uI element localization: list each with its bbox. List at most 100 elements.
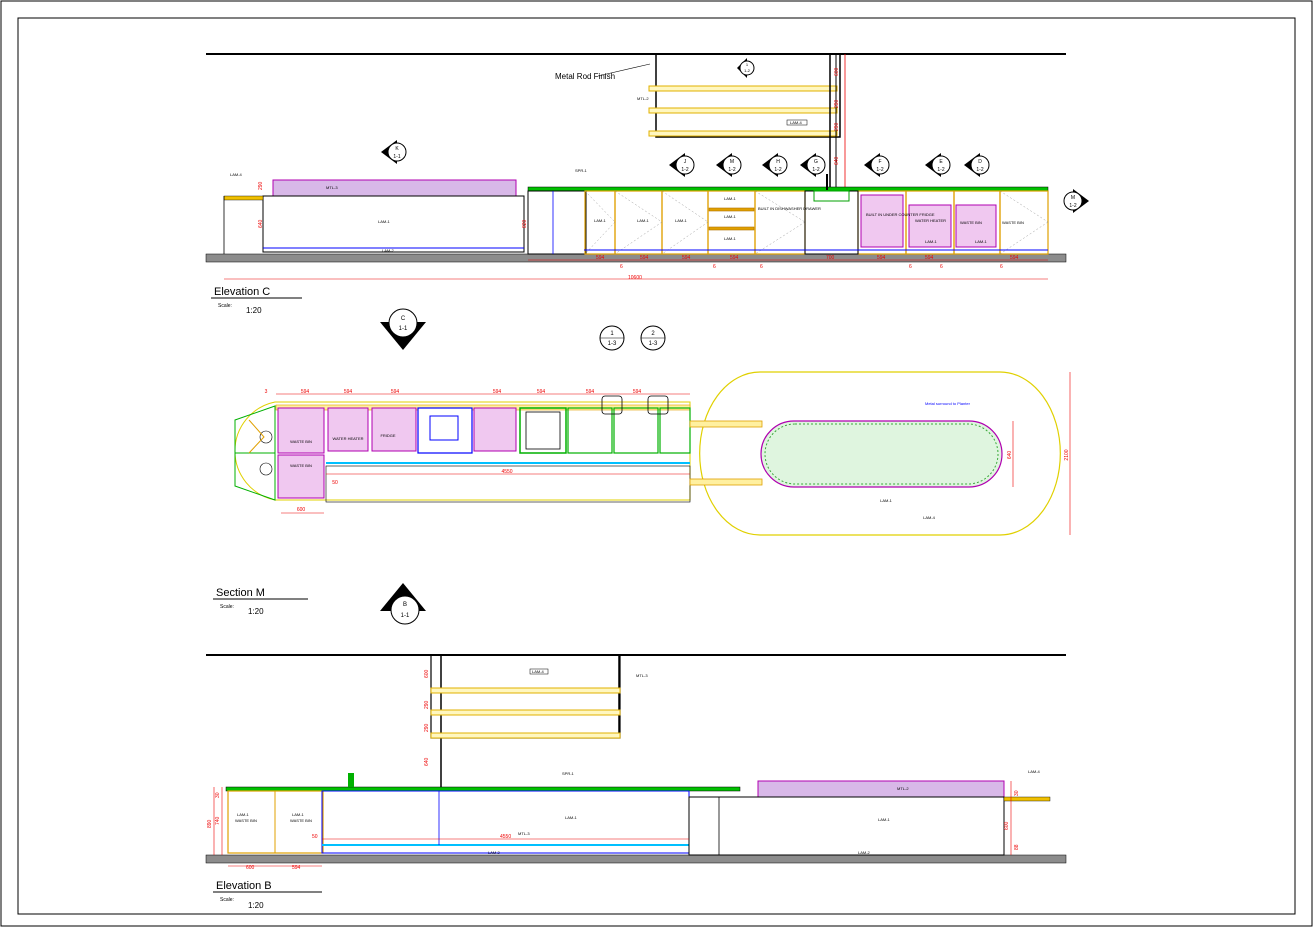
svg-text:1-2: 1-2 [976,167,983,173]
svg-text:1-1: 1-1 [393,154,400,160]
svg-text:1:20: 1:20 [246,306,262,315]
svg-text:290: 290 [834,122,840,131]
svg-text:3: 3 [265,389,268,395]
svg-text:FRIDGE: FRIDGE [380,433,395,438]
svg-text:290: 290 [424,700,430,709]
svg-text:Scale:: Scale: [220,604,234,610]
dims-c-bottom [224,259,1048,280]
svg-text:1-3: 1-3 [608,341,617,347]
svg-text:M: M [730,159,734,165]
metal-rod-note: Metal Rod Finish [555,72,615,81]
marker-1-top: 1 1-2 [737,58,755,78]
svg-text:1-2: 1-2 [937,167,944,173]
svg-text:LAM-1: LAM-1 [975,239,988,244]
section-markers-c: K 1-1 J 1-2 M 1-2 H 1-2 [381,58,1089,213]
svg-text:H: H [776,159,780,165]
svg-text:290: 290 [424,723,430,732]
svg-text:1-2: 1-2 [774,167,781,173]
svg-text:LAM-1: LAM-1 [880,498,893,503]
svg-text:E: E [939,159,943,165]
svg-text:6: 6 [713,264,716,270]
svg-text:88: 88 [1014,844,1020,850]
svg-text:594: 594 [301,389,310,395]
svg-text:890: 890 [207,819,213,828]
svg-text:WATER HEATER: WATER HEATER [332,436,363,441]
svg-text:594: 594 [730,255,739,261]
metal-rod-leader [597,63,651,77]
svg-text:6: 6 [940,264,943,270]
svg-text:WASTE BIN: WASTE BIN [960,220,982,225]
elevation-b-title: Elevation B [216,880,272,892]
svg-text:594: 594 [493,389,502,395]
svg-text:290: 290 [258,181,264,190]
svg-text:Scale:: Scale: [218,303,232,309]
detail-marker-1: 1 1-3 [599,325,625,351]
svg-text:600: 600 [834,67,840,76]
svg-text:LAM-1: LAM-1 [594,218,607,223]
svg-text:LAM-2: LAM-2 [382,248,395,253]
svg-text:1-3: 1-3 [649,341,658,347]
svg-text:640: 640 [834,156,840,165]
svg-text:594: 594 [391,389,400,395]
svg-text:594: 594 [292,865,301,871]
svg-text:594: 594 [596,255,605,261]
svg-text:LAM-1: LAM-1 [724,214,737,219]
svg-text:LAM-4: LAM-4 [790,120,803,125]
svg-text:6: 6 [909,264,912,270]
svg-text:600: 600 [1004,821,1010,830]
svg-text:640: 640 [258,219,264,228]
svg-text:6: 6 [620,264,623,270]
svg-text:LAM-1: LAM-1 [637,218,650,223]
marker-g: G 1-2 [800,153,826,177]
svg-text:594: 594 [537,389,546,395]
svg-text:LAM-4: LAM-4 [230,172,243,177]
elevation-b: LAM-4 MTL-3 600 290 290 640 LAM-4 SPR-1 … [205,654,1067,910]
svg-text:50: 50 [312,834,318,840]
svg-text:600: 600 [297,507,306,513]
svg-text:640: 640 [1007,451,1013,460]
svg-text:30: 30 [1014,790,1020,796]
svg-text:LAM-1: LAM-1 [675,218,688,223]
svg-text:WASTE BIN: WASTE BIN [290,463,312,468]
svg-text:MTL-3: MTL-3 [518,831,530,836]
svg-text:LAM-1: LAM-1 [724,196,737,201]
svg-text:594: 594 [586,389,595,395]
svg-text:WASTE BIN: WASTE BIN [290,818,312,823]
svg-text:1: 1 [610,331,614,337]
svg-text:700: 700 [826,255,835,261]
svg-text:1: 1 [746,62,749,67]
marker-e: E 1-2 [925,153,951,177]
detail-marker-2: 2 1-3 [640,325,666,351]
svg-text:1-2: 1-2 [681,167,688,173]
svg-text:LAM-2: LAM-2 [858,850,871,855]
svg-text:Scale:: Scale: [220,897,234,903]
svg-text:4550: 4550 [501,469,512,475]
marker-b: B 1-1 [380,583,426,625]
svg-text:LAM-1: LAM-1 [925,239,938,244]
svg-text:6: 6 [760,264,763,270]
svg-text:594: 594 [1010,255,1019,261]
svg-text:30: 30 [215,792,221,798]
svg-text:1:20: 1:20 [248,607,264,616]
svg-text:740: 740 [215,816,221,825]
svg-text:B: B [403,602,407,608]
svg-text:F: F [878,159,881,165]
svg-text:WASTE BIN: WASTE BIN [1002,220,1024,225]
floor-c [205,253,1067,263]
svg-text:1-2: 1-2 [728,167,735,173]
marker-c: C 1-1 [380,308,426,350]
svg-text:594: 594 [925,255,934,261]
svg-text:WATER HEATER: WATER HEATER [915,218,946,223]
svg-text:MTL-2: MTL-2 [897,786,909,791]
svg-text:2100: 2100 [1064,449,1070,460]
svg-text:LAM-1: LAM-1 [724,236,737,241]
svg-text:594: 594 [877,255,886,261]
svg-text:LAM-1: LAM-1 [378,219,391,224]
svg-text:LAM-1: LAM-1 [565,815,578,820]
svg-text:C: C [401,316,406,322]
svg-text:1-1: 1-1 [401,613,410,619]
svg-text:4550: 4550 [500,834,511,840]
svg-text:LAM-4: LAM-4 [1028,769,1041,774]
svg-text:1-2: 1-2 [1069,203,1076,209]
